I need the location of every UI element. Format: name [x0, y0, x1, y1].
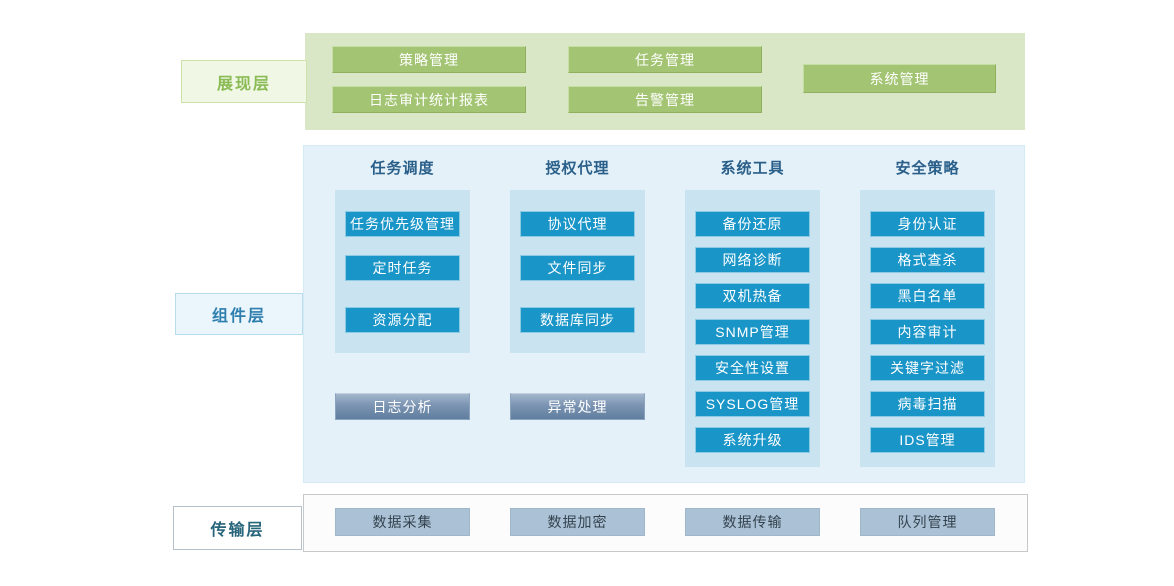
node-network-diagnosis: 网络诊断 [695, 247, 810, 273]
transport-layer-label: 传输层 [173, 506, 302, 550]
node-identity-authentication: 身份认证 [870, 211, 985, 237]
node-resource-allocation: 资源分配 [345, 307, 460, 333]
node-black-white-list: 黑白名单 [870, 283, 985, 309]
node-format-scan: 格式查杀 [870, 247, 985, 273]
node-data-transmission: 数据传输 [685, 508, 820, 536]
node-policy-management: 策略管理 [332, 46, 526, 73]
node-file-sync: 文件同步 [520, 255, 635, 281]
node-backup-restore: 备份还原 [695, 211, 810, 237]
node-keyword-filter: 关键字过滤 [870, 355, 985, 381]
column-header-task-scheduling: 任务调度 [370, 159, 435, 177]
column-header-security-policy: 安全策略 [895, 159, 960, 177]
node-security-settings: 安全性设置 [695, 355, 810, 381]
column-header-auth-proxy: 授权代理 [545, 159, 610, 177]
node-dual-machine-hot-standby: 双机热备 [695, 283, 810, 309]
node-data-encryption: 数据加密 [510, 508, 645, 536]
node-virus-scan: 病毒扫描 [870, 391, 985, 417]
node-ids-management: IDS管理 [870, 427, 985, 453]
node-log-audit-report: 日志审计统计报表 [332, 86, 526, 113]
node-content-audit: 内容审计 [870, 319, 985, 345]
node-system-management: 系统管理 [803, 64, 996, 93]
column-header-system-tools: 系统工具 [720, 159, 785, 177]
node-database-sync: 数据库同步 [520, 307, 635, 333]
node-snmp-management: SNMP管理 [695, 319, 810, 345]
presentation-layer-label: 展现层 [181, 60, 307, 103]
node-syslog-management: SYSLOG管理 [695, 391, 810, 417]
node-protocol-proxy: 协议代理 [520, 211, 635, 237]
node-log-analysis: 日志分析 [335, 393, 470, 420]
node-alarm-management: 告警管理 [568, 86, 762, 113]
node-data-collection: 数据采集 [335, 508, 470, 536]
component-layer-label: 组件层 [175, 293, 303, 335]
node-exception-handling: 异常处理 [510, 393, 645, 420]
node-scheduled-task: 定时任务 [345, 255, 460, 281]
node-queue-management: 队列管理 [860, 508, 995, 536]
node-task-management: 任务管理 [568, 46, 762, 73]
node-task-priority-management: 任务优先级管理 [345, 211, 460, 237]
node-system-upgrade: 系统升级 [695, 427, 810, 453]
